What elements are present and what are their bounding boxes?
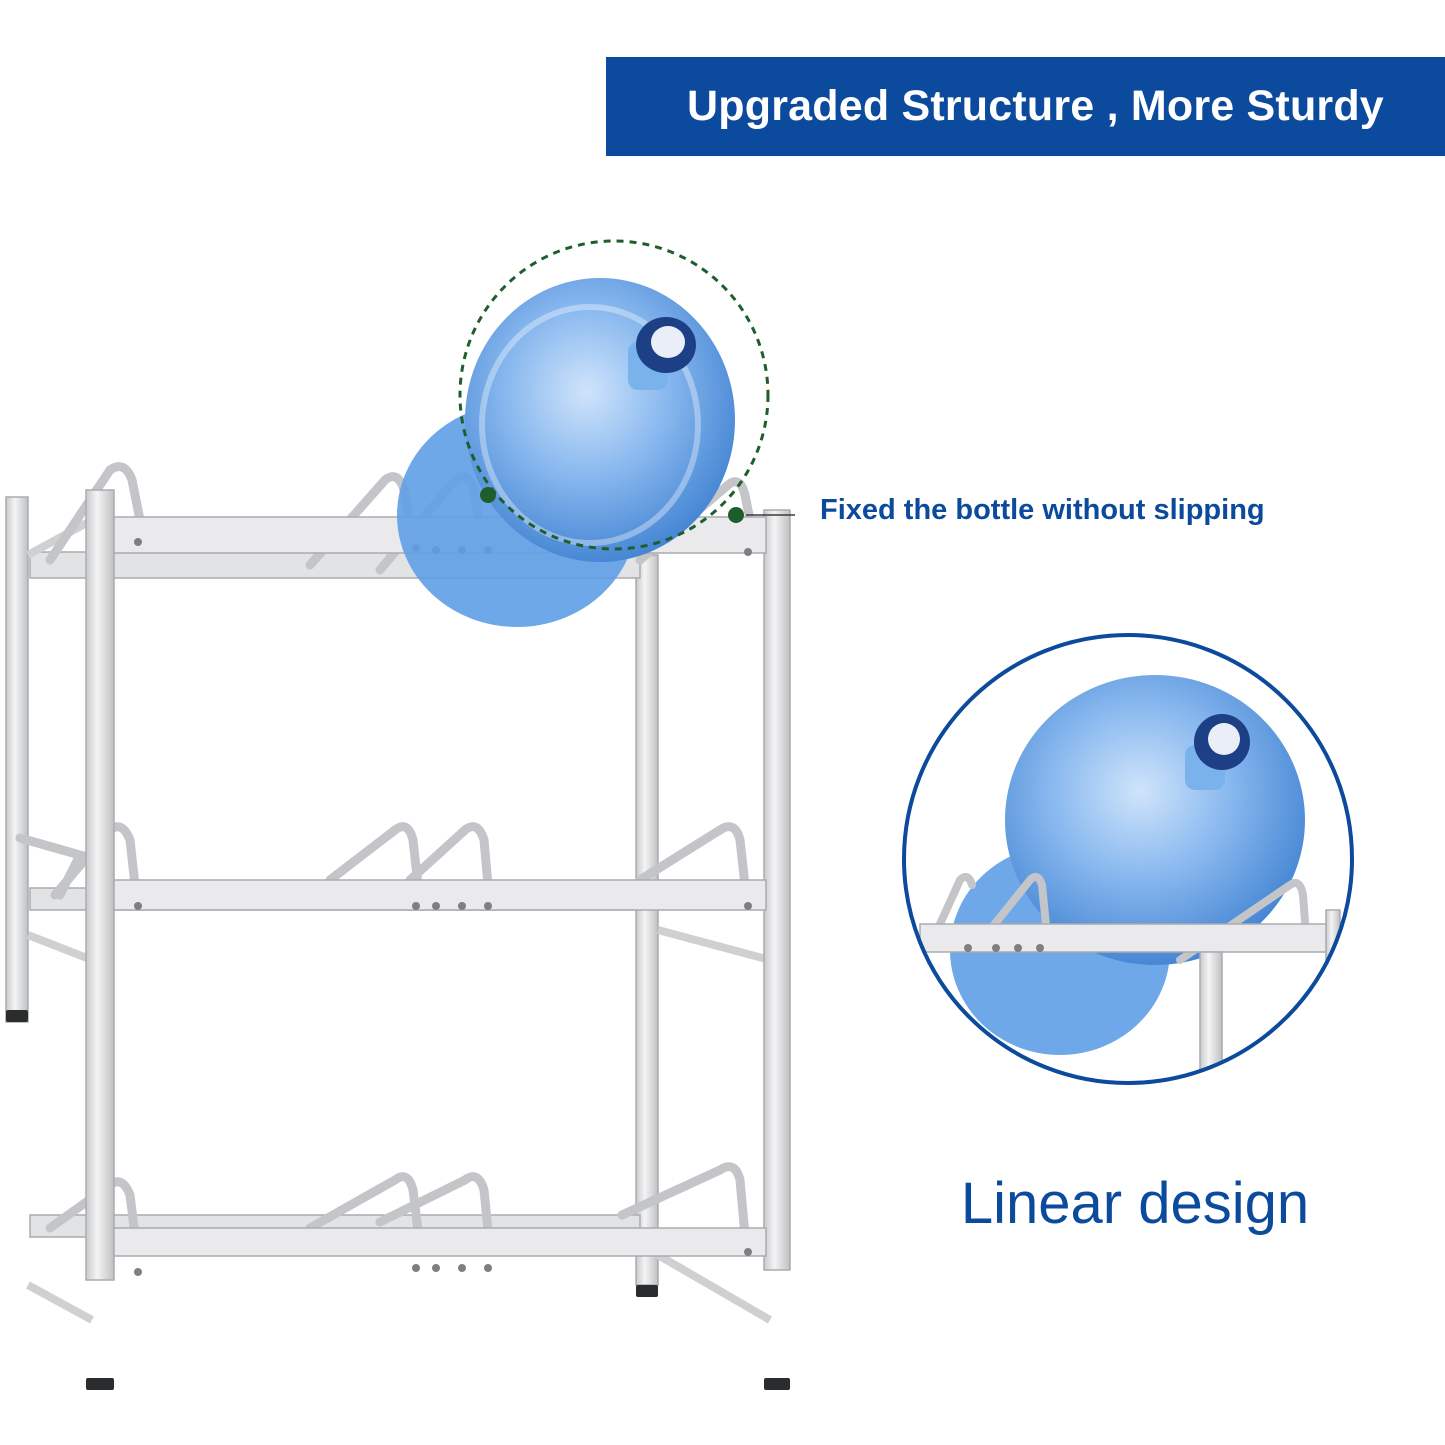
water-bottle xyxy=(397,278,735,627)
zoom-detail xyxy=(902,633,1354,1085)
callout-label: Fixed the bottle without slipping xyxy=(820,494,1265,526)
headline-banner: Upgraded Structure , More Sturdy xyxy=(606,57,1445,156)
contact-point-marker xyxy=(480,487,496,503)
contact-point-marker xyxy=(728,507,744,523)
detail-highlight-circle xyxy=(458,239,770,551)
water-bottle-rack xyxy=(5,462,791,1390)
zoom-circle xyxy=(902,633,1354,1085)
feature-caption: Linear design xyxy=(960,1171,1310,1236)
headline-text: Upgraded Structure , More Sturdy xyxy=(687,82,1384,130)
